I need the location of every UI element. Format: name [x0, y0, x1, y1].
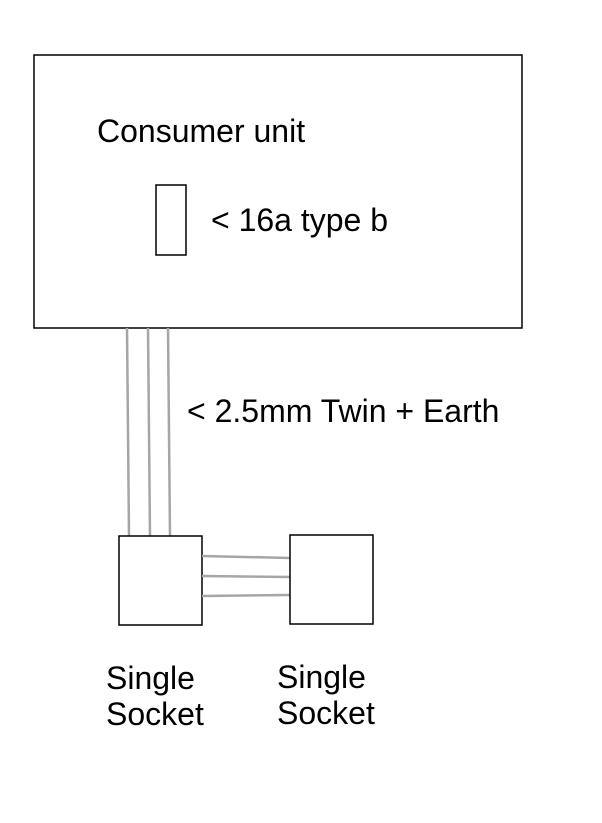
- socket-box-1: [118, 535, 203, 626]
- link-cable: [201, 554, 291, 598]
- socket-label-2-line2: Socket: [277, 695, 375, 731]
- link-wire-2: [201, 574, 291, 579]
- socket-box-2: [289, 534, 374, 625]
- supply-wire-1: [125, 327, 131, 537]
- breaker-box: [155, 184, 187, 256]
- socket-label-1-line1: Single: [106, 660, 195, 696]
- consumer-unit-label: Consumer unit: [97, 113, 306, 149]
- socket-label-1: Single Socket: [106, 660, 204, 732]
- socket-label-2: Single Socket: [277, 659, 375, 731]
- supply-wire-3: [166, 327, 172, 537]
- consumer-unit-box: [33, 54, 523, 329]
- link-wire-1: [201, 554, 291, 560]
- link-wire-3: [201, 593, 291, 598]
- socket-label-2-line1: Single: [277, 659, 366, 695]
- socket-label-1-line2: Socket: [106, 696, 204, 732]
- cable-label: < 2.5mm Twin + Earth: [187, 393, 500, 429]
- supply-cable: [125, 327, 172, 537]
- supply-wire-2: [146, 327, 152, 537]
- breaker-label: < 16a type b: [211, 202, 389, 238]
